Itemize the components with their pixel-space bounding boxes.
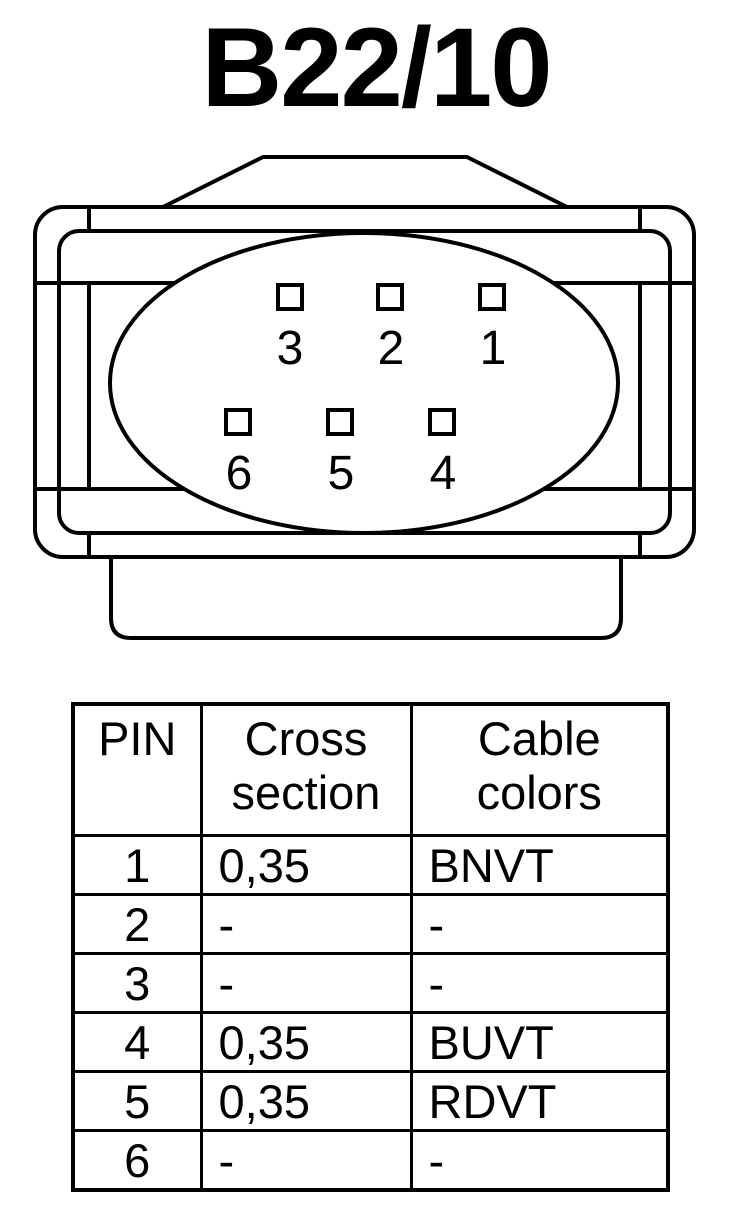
pin-label-5: 5 — [328, 447, 355, 500]
table-row: 1 0,35 BNVT — [71, 833, 670, 897]
cell-cross-section: 0,35 — [199, 1070, 413, 1133]
cell-pin: 2 — [71, 893, 203, 956]
cell-pin: 5 — [71, 1070, 203, 1133]
connector-outer-housing — [33, 205, 696, 559]
cell-cross-section: - — [199, 952, 413, 1015]
pin-3-contact — [276, 283, 304, 311]
connector-bottom-tab — [109, 557, 623, 640]
header-cross-section: Cross section — [199, 702, 413, 837]
table-row: 6 - - — [71, 1129, 670, 1192]
cell-color: - — [409, 952, 670, 1015]
table-row: 5 0,35 RDVT — [71, 1070, 670, 1133]
cell-cross-section: 0,35 — [199, 1011, 413, 1074]
table-header-row: PIN Cross section Cable colors — [71, 702, 670, 837]
pin-label-4: 4 — [430, 447, 457, 500]
cell-pin: 4 — [71, 1011, 203, 1074]
table-row: 4 0,35 BUVT — [71, 1011, 670, 1074]
header-cable-colors: Cable colors — [409, 702, 670, 837]
pin-4-contact — [428, 408, 456, 436]
connector-diagram: 3 2 1 6 5 4 — [33, 155, 696, 640]
connector-face — [108, 231, 620, 535]
table-row: 3 - - — [71, 952, 670, 1015]
pin-label-1: 1 — [480, 322, 507, 375]
cell-pin: 3 — [71, 952, 203, 1015]
cell-color: - — [409, 1129, 670, 1192]
page-title: B22/10 — [201, 5, 552, 130]
header-pin: PIN — [71, 702, 203, 837]
cell-cross-section: - — [199, 893, 413, 956]
pin-table: PIN Cross section Cable colors 1 0,35 BN… — [71, 702, 670, 1193]
cell-color: RDVT — [409, 1070, 670, 1133]
pin-2-contact — [376, 283, 404, 311]
pin-1-contact — [478, 283, 506, 311]
cell-color: BUVT — [409, 1011, 670, 1074]
cell-color: - — [409, 893, 670, 956]
cell-cross-section: - — [199, 1129, 413, 1192]
pin-label-3: 3 — [277, 322, 304, 375]
pin-6-contact — [224, 408, 252, 436]
table-row: 2 - - — [71, 893, 670, 956]
cell-pin: 1 — [71, 833, 203, 897]
connector-latch — [162, 155, 568, 209]
cell-pin: 6 — [71, 1129, 203, 1192]
cell-color: BNVT — [409, 833, 670, 897]
cell-cross-section: 0,35 — [199, 833, 413, 897]
pin-5-contact — [326, 408, 354, 436]
pin-label-2: 2 — [378, 322, 405, 375]
pin-label-6: 6 — [226, 447, 253, 500]
